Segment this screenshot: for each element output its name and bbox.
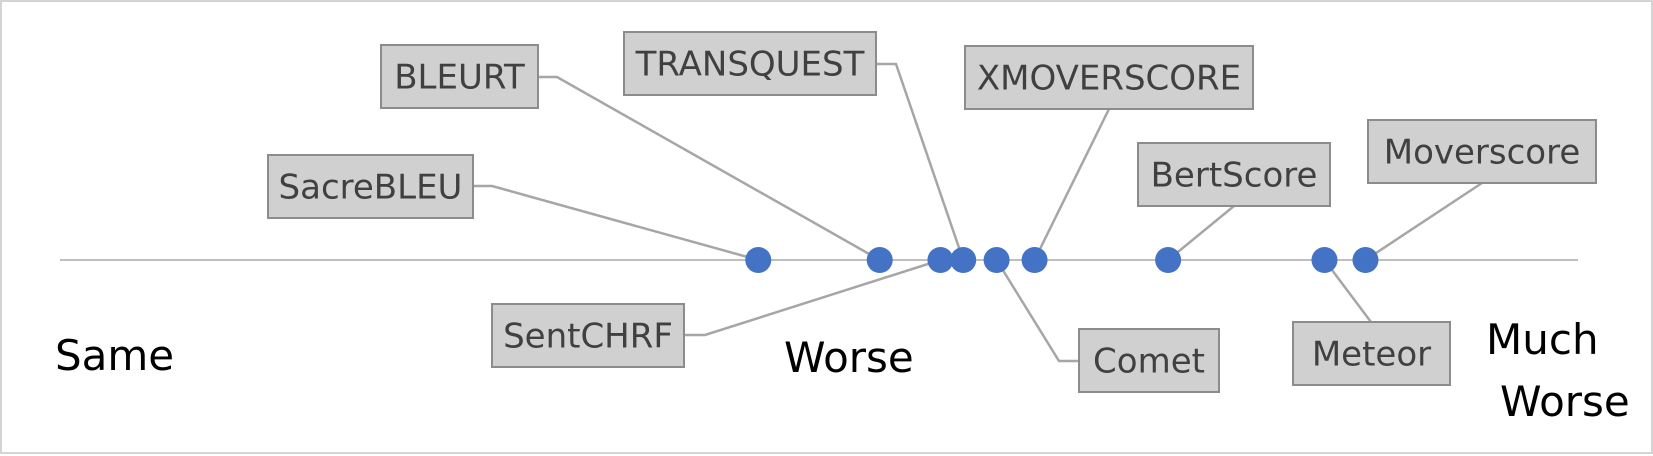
- label-box-bleurt: [380, 44, 539, 109]
- label-box-sacrebleu: [267, 154, 474, 219]
- data-point-bertscore: [1155, 247, 1182, 273]
- label-box-sentchrf: [491, 303, 685, 368]
- label-text-comet: Comet: [1093, 342, 1205, 382]
- leader-line-sacrebleu: [473, 184, 759, 262]
- label-text-bleurt: BLEURT: [394, 58, 525, 98]
- leader-line-bertscore: [1167, 205, 1235, 261]
- scale-label-much-worse: Worse: [1500, 377, 1630, 426]
- label-text-bertscore: BertScore: [1151, 156, 1318, 196]
- leader-line-transquest: [876, 62, 965, 261]
- label-box-moverscore: [1367, 119, 1597, 184]
- scale-label-same: Same: [55, 331, 174, 380]
- label-box-transquest: [623, 31, 877, 96]
- scale-label-much: Much: [1486, 315, 1599, 364]
- data-point-sentchrf: [927, 247, 954, 273]
- label-text-sentchrf: SentCHRF: [503, 317, 673, 357]
- label-box-comet: [1078, 328, 1220, 393]
- label-text-transquest: TRANSQUEST: [635, 45, 865, 85]
- label-box-bertscore: [1137, 142, 1331, 207]
- data-point-comet: [983, 247, 1010, 273]
- leader-line-bleurt: [538, 75, 881, 262]
- label-text-meteor: Meteor: [1312, 335, 1431, 375]
- leader-line-comet: [995, 259, 1079, 363]
- leader-line-moverscore: [1364, 181, 1483, 262]
- label-text-xmoverscore: XMOVERSCORE: [977, 59, 1241, 99]
- label-text-sacrebleu: SacreBLEU: [279, 168, 463, 208]
- data-point-meteor: [1311, 247, 1338, 273]
- scale-label-worse: Worse: [784, 333, 914, 382]
- data-point-bleurt: [866, 247, 893, 273]
- data-point-xmoverscore: [1021, 247, 1048, 273]
- data-point-transquest: [950, 247, 977, 273]
- label-box-meteor: [1292, 321, 1451, 386]
- leader-line-sentchrf: [684, 258, 941, 337]
- label-box-xmoverscore: [964, 45, 1254, 110]
- label-text-moverscore: Moverscore: [1384, 133, 1581, 173]
- data-point-moverscore: [1352, 247, 1379, 273]
- data-point-sacrebleu: [745, 247, 772, 273]
- leader-line-xmoverscore: [1033, 108, 1111, 261]
